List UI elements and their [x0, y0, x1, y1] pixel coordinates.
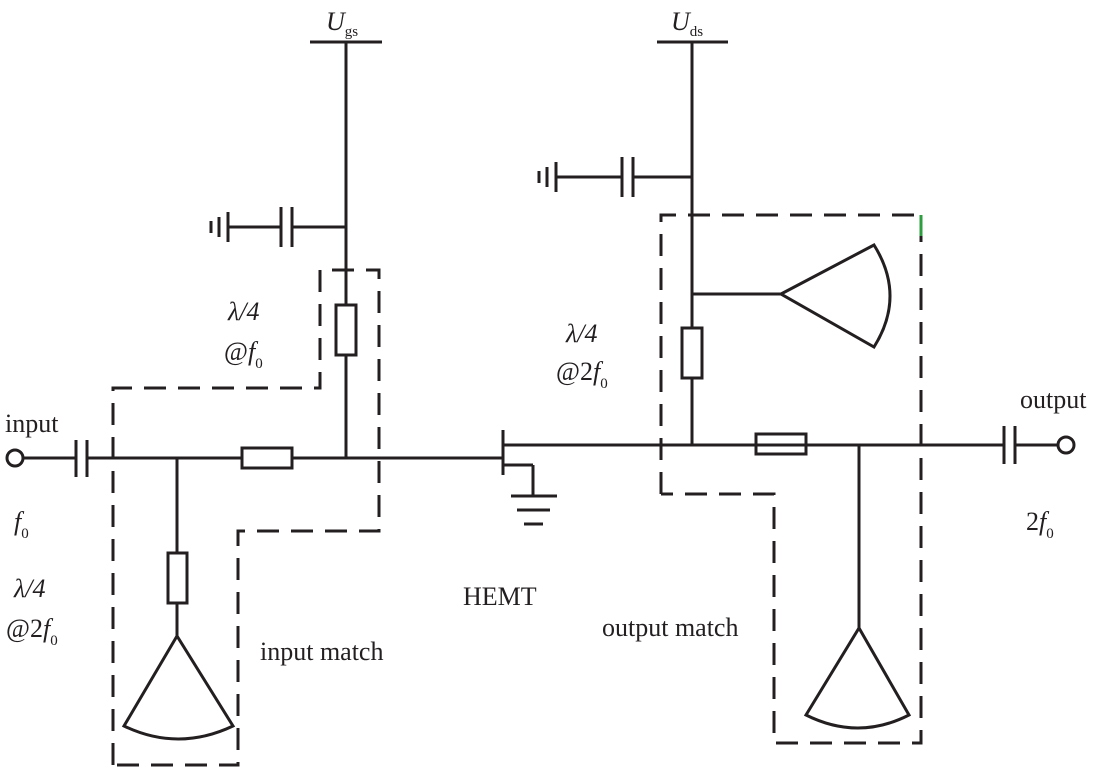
uds-label: Uds	[671, 7, 703, 40]
gate-stub-wavelength-label: λ/4	[227, 297, 259, 326]
gate-ground-symbol	[209, 212, 230, 242]
output-label: output	[1020, 385, 1087, 414]
input-series-resistor	[240, 446, 294, 470]
input-stub-frequency-label: @2f0	[6, 614, 58, 649]
drain-bias-capacitor	[620, 157, 635, 197]
gate-bias-resistor	[334, 303, 358, 357]
input-match-label: input match	[260, 637, 383, 666]
input-stub-wavelength-label: λ/4	[13, 574, 45, 603]
drain-ground-symbol	[537, 162, 558, 192]
input-match-box	[111, 268, 381, 767]
output-radial-stub	[803, 625, 912, 730]
drain-radial-stub	[777, 243, 892, 350]
output-match-box	[659, 213, 923, 745]
gate-stub-frequency-label: @f0	[224, 337, 263, 372]
output-frequency-label: 2f0	[1026, 507, 1054, 542]
input-stub-resistor	[166, 551, 189, 605]
gate-bias-capacitor	[279, 207, 294, 247]
input-frequency-label: f0	[14, 507, 29, 542]
input-label: input	[5, 409, 59, 438]
output-dc-block-capacitor	[1002, 426, 1017, 464]
output-port	[1056, 435, 1076, 455]
input-port	[5, 448, 25, 468]
input-radial-stub	[121, 633, 236, 741]
output-match-label: output match	[602, 613, 738, 642]
drain-stub-wavelength-label: λ/4	[565, 319, 597, 348]
hemt-label: HEMT	[463, 582, 537, 611]
drain-bias-resistor	[680, 326, 704, 380]
input-dc-block-capacitor	[74, 440, 89, 477]
drain-stub-frequency-label: @2f0	[556, 357, 608, 392]
ugs-label: Ugs	[326, 7, 358, 40]
